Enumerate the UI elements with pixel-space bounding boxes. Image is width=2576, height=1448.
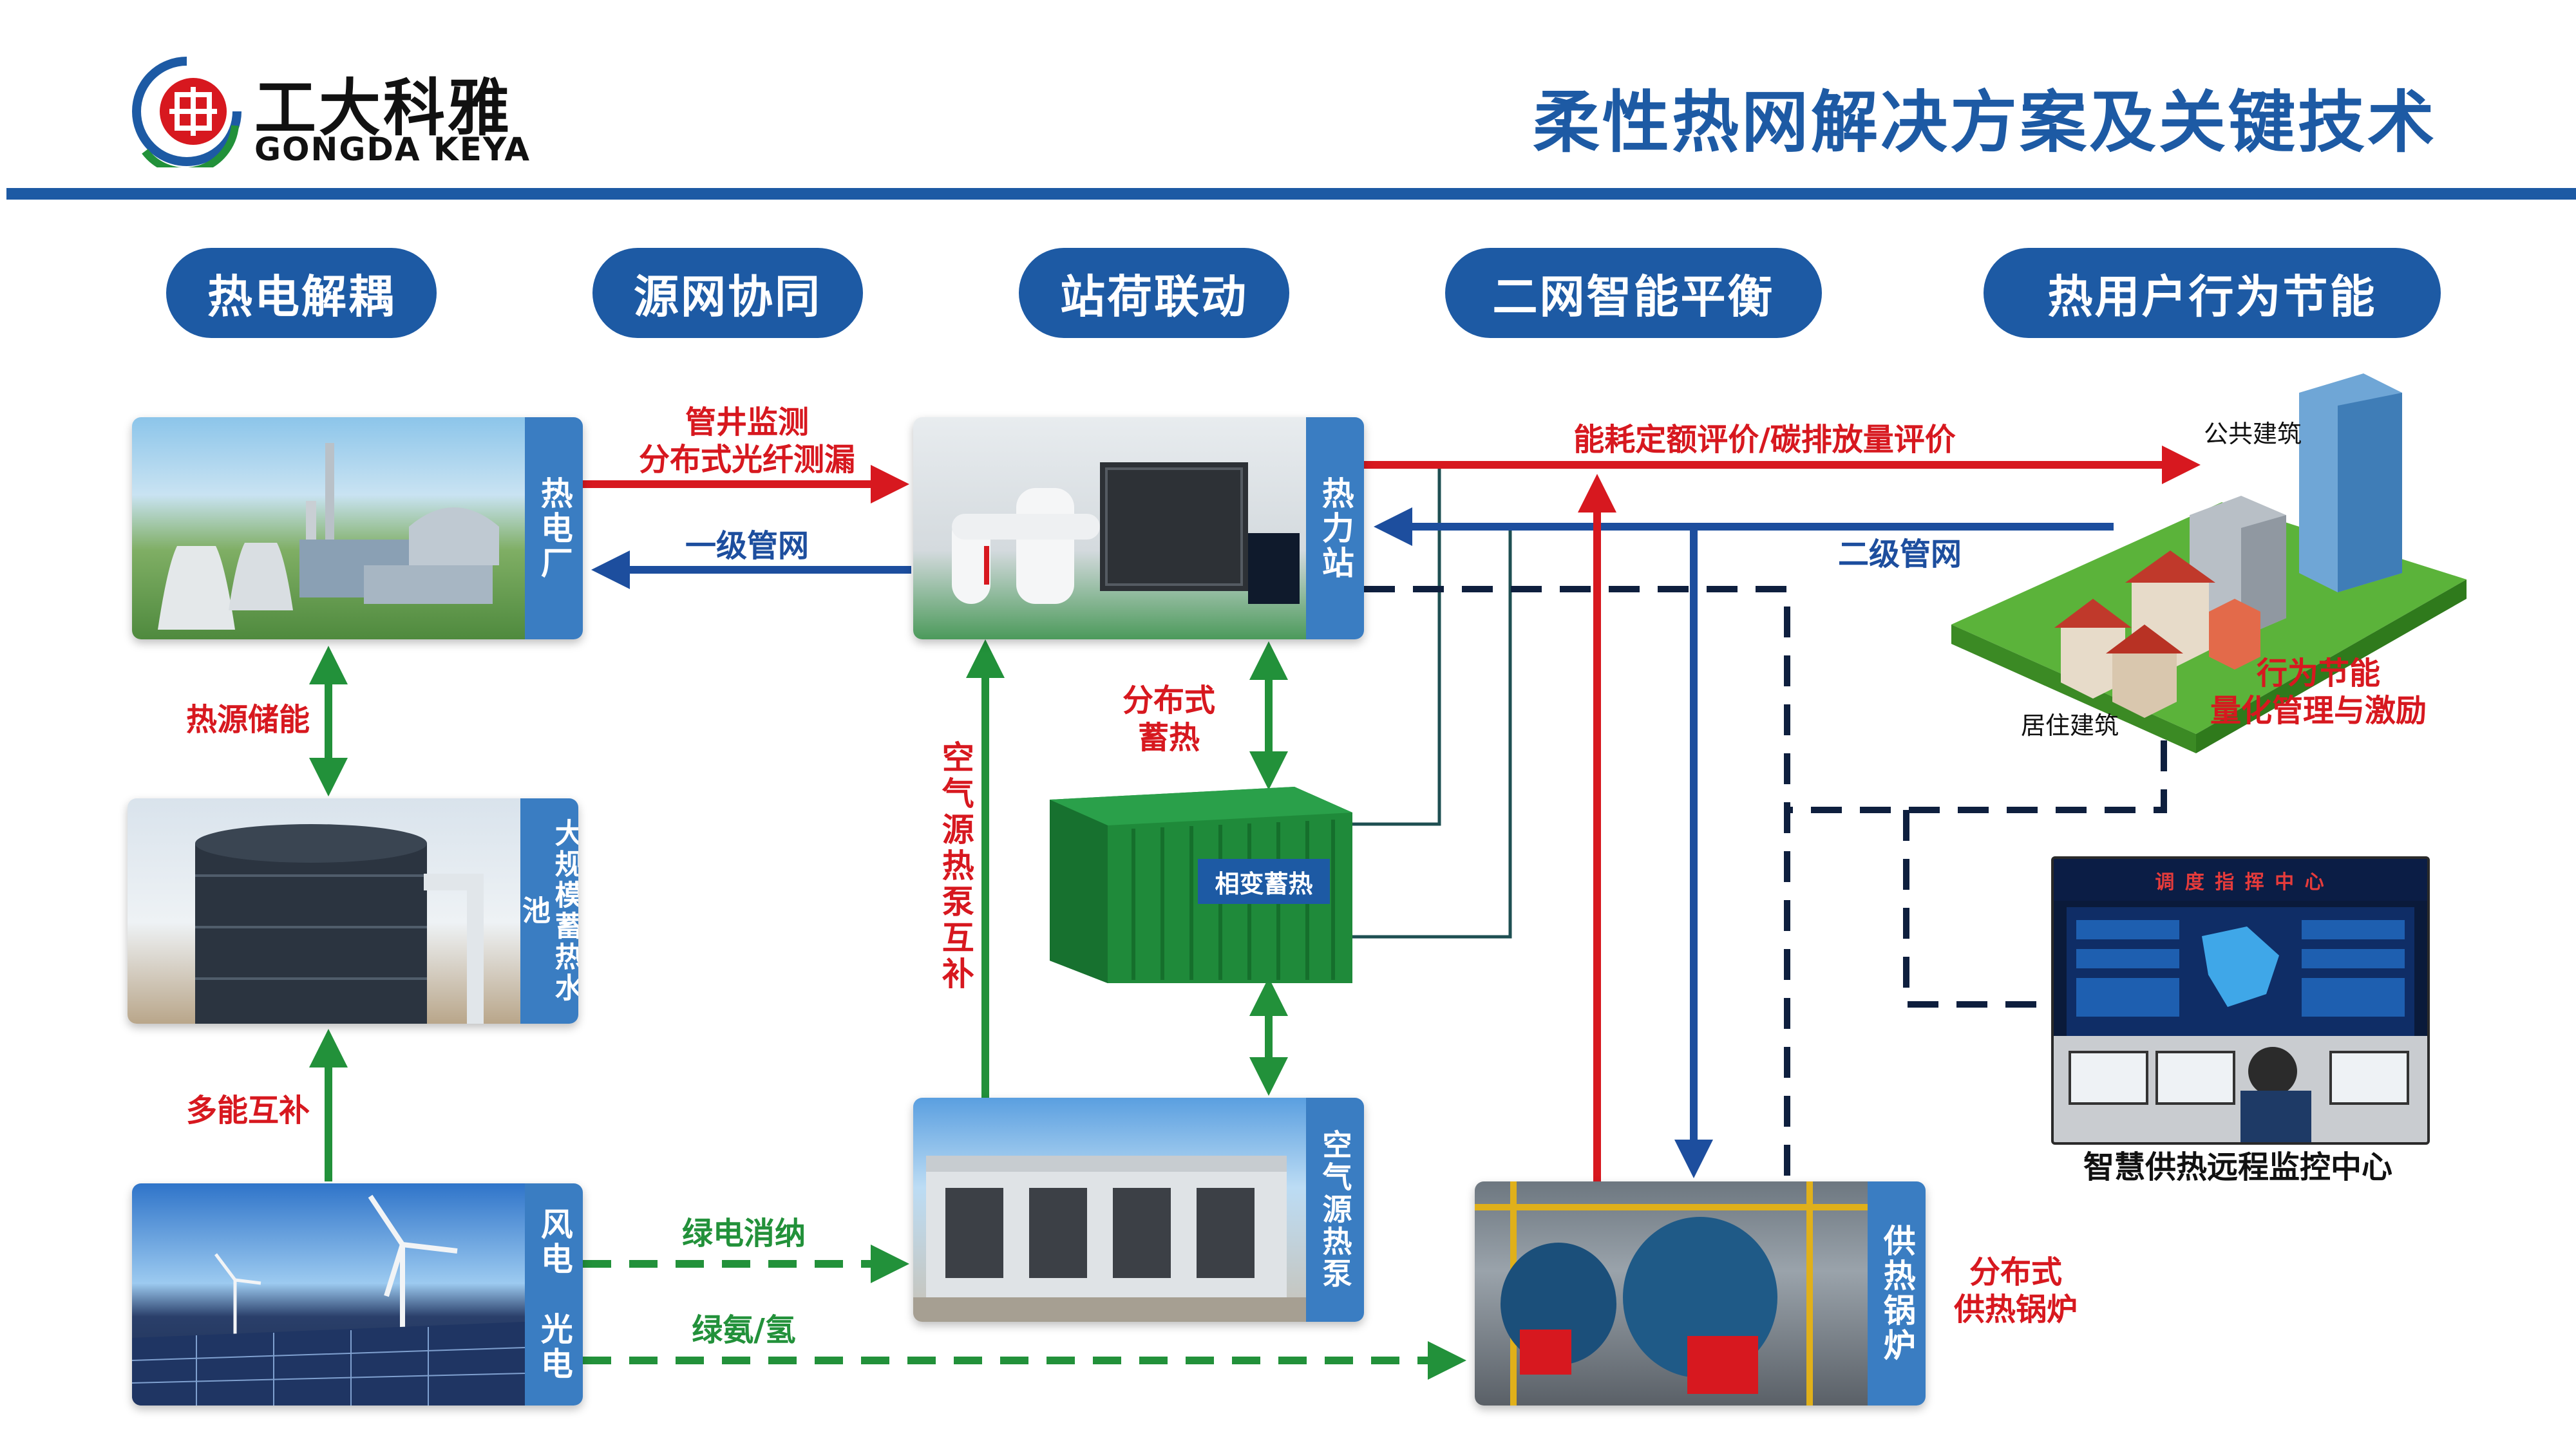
- node-monitor-center: 调 度 指 挥 中 心: [2051, 856, 2430, 1145]
- label-multi-energy: 多能互补: [185, 1093, 310, 1129]
- data-line-buildings: [1787, 740, 2167, 813]
- label-pipe-monitor-line1: 管井监测: [685, 404, 809, 440]
- header-rule: [6, 188, 2576, 200]
- wind-solar-label: 风电 光电: [525, 1183, 583, 1406]
- label-fiber-leak-line2: 分布式光纤测漏: [638, 441, 855, 478]
- boiler-icon: [1475, 1181, 1868, 1406]
- label-green-ammonia: 绿氨/氢: [692, 1312, 796, 1348]
- storage-pool-label: 大规模蓄热水池: [517, 798, 578, 1024]
- phase-change-label: 相变蓄热: [1198, 859, 1330, 904]
- public-building-label: 公共建筑: [2204, 420, 2302, 448]
- label-heat-source-storage: 热源储能: [185, 702, 310, 738]
- wind-turbine-icon: [132, 1194, 525, 1406]
- label-behavior-line2: 量化管理与激励: [2210, 692, 2427, 729]
- label-distributed-boiler-line2: 供热锅炉: [1953, 1291, 2078, 1328]
- pill-source-grid-synergy: 源网协同: [592, 248, 863, 338]
- label-distributed-storage: 分布式 蓄热: [1095, 682, 1243, 757]
- label-behavior-line1: 行为节能: [2256, 655, 2380, 691]
- logo: 工大科雅 GONGDA KEYA: [126, 55, 538, 168]
- node-buildings: 公共建筑 居住建筑: [1951, 367, 2467, 766]
- buildings-icon: [1951, 373, 2467, 753]
- pill-user-behavior: 热用户行为节能: [1984, 248, 2441, 338]
- node-heat-station: 热力站: [913, 417, 1364, 639]
- wind-solar-image: [132, 1183, 525, 1406]
- heat-pump-unit-icon: [913, 1156, 1306, 1322]
- air-heat-pump-image: [913, 1098, 1306, 1322]
- link-storage-station-2: [1349, 527, 1512, 939]
- brand-name-en: GONGDA KEYA: [254, 131, 531, 168]
- power-plant-label: 热电厂: [525, 417, 583, 639]
- label-distributed-boiler: 分布式 供热锅炉: [1932, 1254, 2099, 1328]
- air-heat-pump-label: 空气源热泵: [1306, 1098, 1364, 1322]
- label-secondary-network: 二级管网: [1837, 536, 1962, 572]
- label-pipe-monitor: 管井监测 分布式光纤测漏: [599, 404, 895, 478]
- node-storage-pool: 大规模蓄热水池: [128, 798, 578, 1024]
- page-title: 柔性热网解决方案及关键技术: [1533, 83, 2438, 162]
- node-wind-solar: 风电 光电: [132, 1183, 583, 1406]
- node-phase-change-storage: 相变蓄热: [1050, 787, 1352, 983]
- storage-pool-image: [128, 798, 520, 1024]
- boiler-label: 供热锅炉: [1868, 1181, 1926, 1406]
- label-behavior-energy: 行为节能 量化管理与激励: [2183, 655, 2454, 729]
- link-storage-station-1: [1340, 462, 1441, 826]
- pill-station-load-linkage: 站荷联动: [1019, 248, 1289, 338]
- label-distributed-storage-line1: 分布式: [1122, 682, 1215, 719]
- node-air-heat-pump: 空气源热泵: [913, 1098, 1364, 1322]
- power-plant-icon: [158, 443, 499, 630]
- brand-name-cn: 工大科雅: [254, 72, 512, 144]
- wind-label: 风电: [535, 1207, 573, 1277]
- residential-building-label: 居住建筑: [2021, 711, 2119, 740]
- data-line-station: [1364, 586, 1790, 1181]
- heat-exchanger-icon: [952, 462, 1300, 604]
- node-boiler: 供热锅炉: [1475, 1181, 1926, 1406]
- power-plant-image: [132, 417, 525, 639]
- monitor-center-label: 智慧供热远程监控中心: [2083, 1149, 2392, 1185]
- data-line-monitor: [1903, 810, 2054, 1008]
- solar-label: 光电: [535, 1312, 573, 1382]
- pill-chp-decoupling: 热电解耦: [166, 248, 437, 338]
- monitor-banner: 调 度 指 挥 中 心: [2054, 859, 2427, 901]
- label-distributed-boiler-line1: 分布式: [1969, 1254, 2062, 1290]
- label-energy-evaluation: 能耗定额评价/碳排放量评价: [1573, 422, 1956, 458]
- storage-tank-icon: [195, 824, 484, 1024]
- label-air-pump-complement: 空气源热泵互补: [936, 740, 974, 993]
- boiler-image: [1475, 1181, 1868, 1406]
- pill-secondary-balance: 二网智能平衡: [1445, 248, 1822, 338]
- brand-name-en-text: GONGDA KEYA: [254, 131, 531, 168]
- node-power-plant: 热电厂: [132, 417, 583, 639]
- heat-station-label: 热力站: [1306, 417, 1364, 639]
- monitor-wall-icon: [2054, 907, 2427, 1142]
- logo-mark-icon: [132, 57, 242, 167]
- heat-station-image: [913, 417, 1306, 639]
- monitor-banner-text: 调 度 指 挥 中 心: [2155, 870, 2326, 894]
- label-green-power: 绿电消纳: [681, 1216, 806, 1252]
- label-distributed-storage-line2: 蓄热: [1137, 719, 1200, 756]
- label-primary-network: 一级管网: [685, 528, 809, 564]
